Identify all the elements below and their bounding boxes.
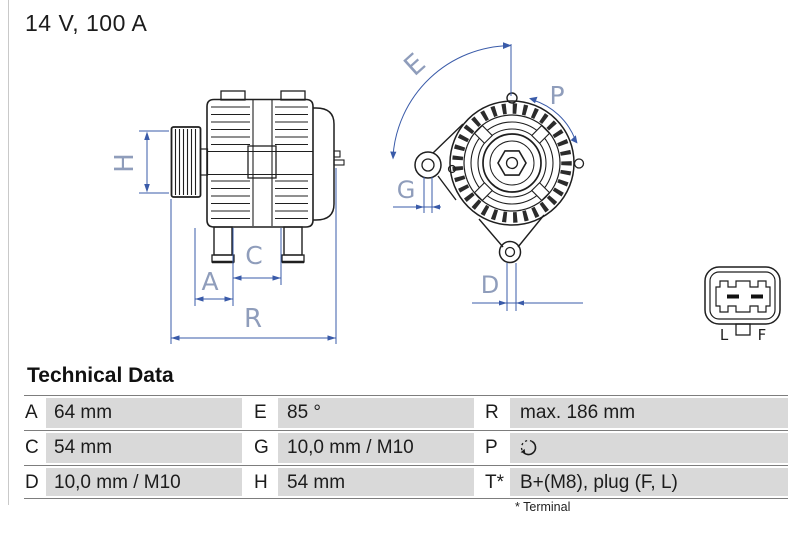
side-view-arrowheads (144, 131, 336, 341)
connector-keyway (715, 280, 771, 313)
fins-rear (275, 106, 308, 219)
dim-label-g: G (397, 176, 416, 204)
table-title: Technical Data (27, 364, 174, 387)
shaft-hex-nut (497, 150, 527, 176)
param-key: T* (485, 472, 504, 493)
side-view-drawing (170, 90, 345, 264)
connector-label-l: L (720, 326, 729, 344)
value-cell-bg (510, 468, 788, 496)
dim-label-c: C (245, 241, 262, 270)
param-value: 85 ° (287, 402, 322, 423)
param-value: 54 mm (287, 472, 346, 493)
front-view-arrowheads (390, 42, 578, 306)
value-cell-bg (510, 433, 788, 463)
connector-pin-f (751, 294, 763, 299)
value-cell-bg (278, 468, 474, 496)
dim-label-e: E (398, 48, 431, 82)
alternator-drawings: H A C R (110, 42, 781, 344)
value-cell-bg (278, 433, 474, 463)
param-value: 10,0 mm / M10 (287, 437, 414, 458)
param-key: H (254, 472, 268, 493)
dim-label-a: A (201, 267, 218, 296)
param-key: D (25, 472, 39, 493)
param-value: 64 mm (54, 402, 113, 423)
table-row: A 64 mm E 85 ° R max. 186 mm (24, 395, 788, 430)
connector-pin-l (727, 294, 739, 299)
dim-label-r: R (244, 304, 262, 334)
voltage-amperage-rating: 14 V, 100 A (25, 10, 148, 36)
value-cell-bg (510, 398, 788, 428)
pulley-ribs (174, 129, 197, 195)
value-cell-bg (46, 398, 242, 428)
param-value: 54 mm (54, 437, 113, 458)
front-view-drawing (414, 92, 585, 264)
terminal-footnote: * Terminal (515, 500, 571, 514)
connector-plug-diagram (704, 266, 781, 336)
side-view-dimensions (139, 130, 337, 344)
fins-front (211, 106, 250, 219)
left-border-rule (8, 0, 9, 505)
dim-label-p: P (549, 81, 564, 110)
value-cell-bg (278, 398, 474, 428)
param-key: E (254, 402, 267, 423)
housing-webs (473, 124, 551, 202)
value-cell-bg (46, 468, 242, 496)
connector-label-f: F (758, 326, 767, 344)
param-value: B+(M8), plug (F, L) (520, 472, 678, 493)
param-key: P (485, 437, 498, 458)
param-value: max. 186 mm (520, 402, 636, 423)
param-key: R (485, 402, 499, 423)
table-row: D 10,0 mm / M10 H 54 mm T* B+(M8), plug … (24, 465, 788, 499)
param-key: C (25, 437, 39, 458)
param-key: A (25, 402, 38, 423)
vent-slot-ring (452, 103, 572, 223)
dim-label-d: D (481, 271, 499, 299)
technical-data-table: A 64 mm E 85 ° R max. 186 mm C 54 mm G 1… (24, 395, 788, 499)
param-value: 10,0 mm / M10 (54, 472, 181, 493)
param-key: G (254, 437, 269, 458)
table-row: C 54 mm G 10,0 mm / M10 P (24, 430, 788, 465)
value-cell-bg (46, 433, 242, 463)
dim-label-h: H (110, 153, 140, 173)
